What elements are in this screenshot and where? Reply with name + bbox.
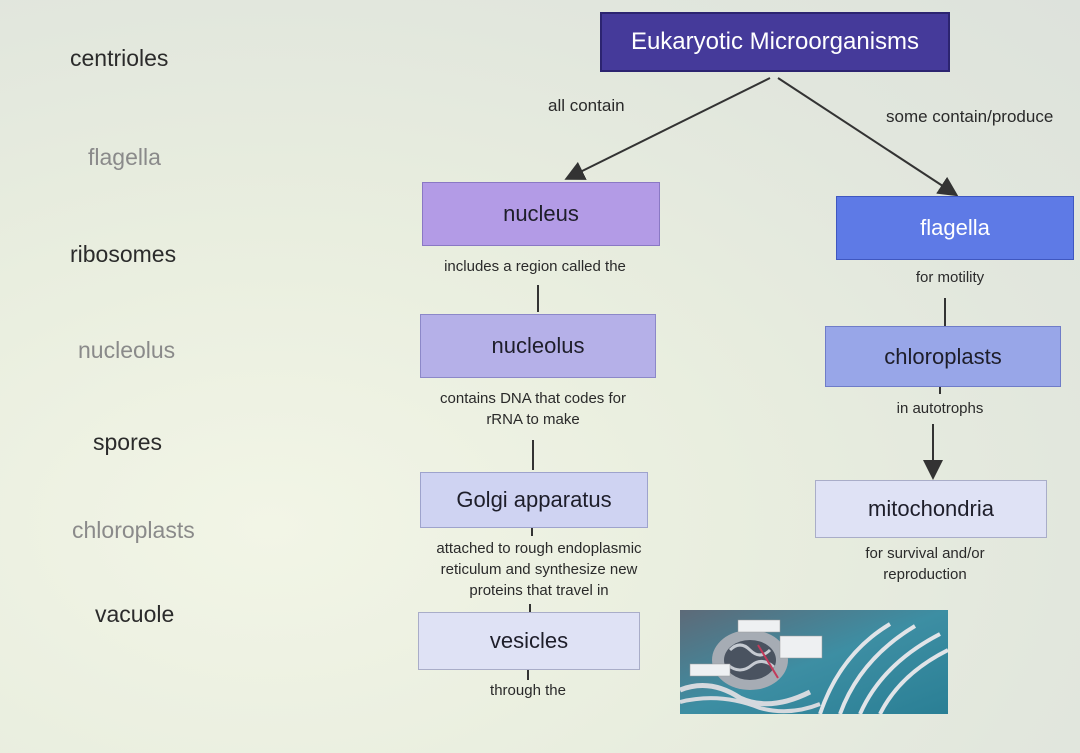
- nucleolus-note: contains DNA that codes for rRNA to make: [440, 390, 626, 428]
- mitochondria-note: for survival and/or reproduction: [865, 545, 985, 583]
- word-bank-item[interactable]: spores: [93, 429, 163, 455]
- golgi-box[interactable]: Golgi apparatus: [420, 472, 648, 528]
- word-bank: centrioles flagella ribosomes nucleolus …: [0, 0, 260, 753]
- title-text: Eukaryotic Microorganisms: [630, 28, 920, 55]
- mitochondria-label: mitochondria: [868, 496, 994, 521]
- cell-illustration: [680, 610, 948, 714]
- mitochondria-box[interactable]: mitochondria: [815, 480, 1047, 538]
- word-bank-item[interactable]: centrioles: [70, 45, 169, 71]
- nucleus-note: includes a region called the: [444, 258, 626, 275]
- cell-micrograph: [680, 610, 948, 714]
- nucleolus-label: nucleolus: [491, 333, 585, 358]
- edge-label-left: all contain: [548, 96, 625, 115]
- flagella-label: flagella: [920, 215, 990, 240]
- word-bank-item[interactable]: nucleolus: [78, 337, 176, 363]
- vesicles-note: through the: [490, 682, 566, 699]
- chloroplasts-note: in autotrophs: [896, 400, 984, 417]
- edge-label-right: some contain/produce: [886, 107, 1054, 126]
- word-bank-item[interactable]: chloroplasts: [72, 517, 195, 543]
- nucleus-box[interactable]: nucleus: [422, 182, 660, 246]
- chloroplasts-box[interactable]: chloroplasts: [825, 326, 1061, 387]
- chloroplasts-label: chloroplasts: [884, 343, 1002, 369]
- title-box[interactable]: Eukaryotic Microorganisms: [600, 12, 950, 72]
- golgi-label: Golgi apparatus: [456, 487, 612, 512]
- word-bank-item[interactable]: vacuole: [95, 601, 175, 627]
- golgi-note: attached to rough endoplasmic reticulum …: [436, 540, 642, 599]
- flagella-box[interactable]: flagella: [836, 196, 1074, 260]
- vesicles-label: vesicles: [489, 628, 569, 653]
- word-bank-item[interactable]: flagella: [88, 144, 161, 170]
- vesicles-box[interactable]: vesicles: [418, 612, 640, 670]
- nucleolus-box[interactable]: nucleolus: [420, 314, 656, 378]
- word-bank-item[interactable]: ribosomes: [70, 241, 177, 267]
- flagella-note: for motility: [915, 269, 985, 286]
- arrow-to-flagella: [777, 77, 959, 197]
- arrow-to-nucleus: [564, 77, 771, 180]
- nucleus-label: nucleus: [503, 201, 579, 226]
